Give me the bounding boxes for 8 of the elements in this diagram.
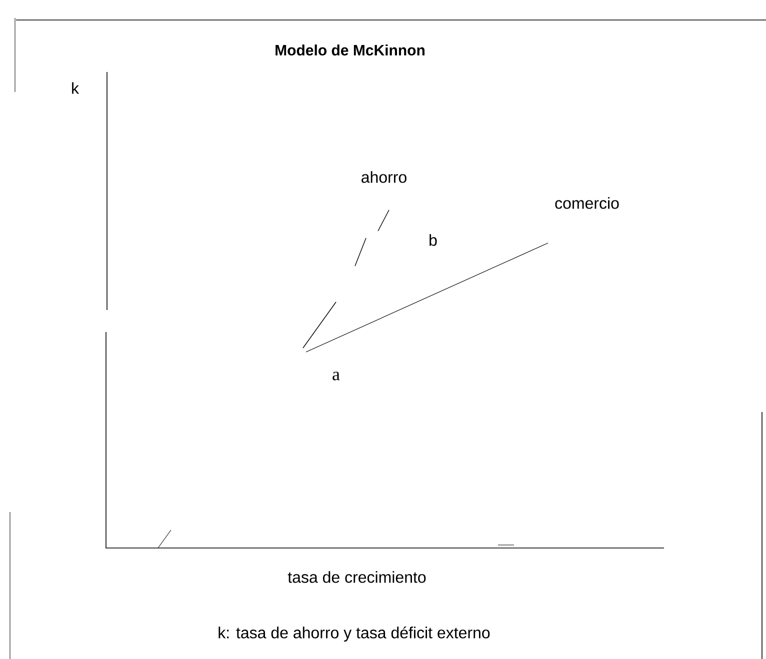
axis-label: k [72,82,80,94]
caption: k: tasa de ahorro y tasa déficit externo [218,626,490,642]
axis-label: tasa de crecimiento [288,571,426,583]
point-label: a [332,372,340,380]
title: Modelo de McKinnon [276,44,424,56]
curve-label: comercio [555,197,619,209]
curve-label: ahorro [362,171,406,183]
point-label: b [430,234,437,246]
